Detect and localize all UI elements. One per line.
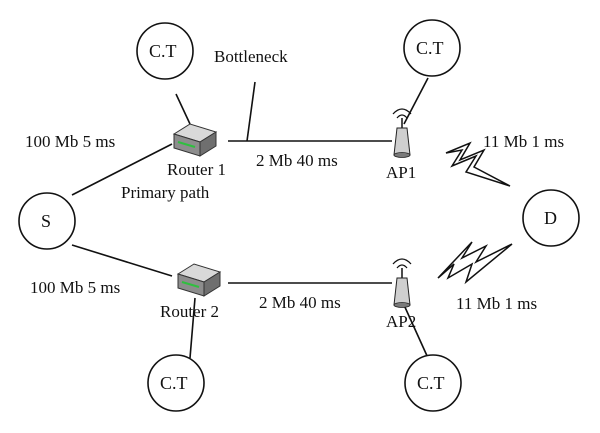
- router1-label: Router 1: [167, 160, 227, 179]
- ap2-label: AP2: [386, 312, 417, 331]
- destination-label: D: [544, 208, 557, 228]
- link-label-s-router2: 100 Mb 5 ms: [30, 278, 121, 297]
- link-router2-ct: [189, 297, 196, 359]
- ct-node-top-right: [403, 19, 461, 77]
- ct-label-top-left: C.T: [149, 41, 177, 61]
- link-ap1-ct: [403, 77, 429, 125]
- wireless-link-ap1-d: [445, 141, 511, 187]
- link-label-router2-ap2: 2 Mb 40 ms: [259, 293, 341, 312]
- router1-sublabel: Primary path: [121, 183, 210, 202]
- ap1-icon: [392, 108, 412, 158]
- link-label-s-router1: 100 Mb 5 ms: [25, 132, 116, 151]
- ct-label-top-right: C.T: [416, 38, 444, 58]
- bottleneck-label: Bottleneck: [214, 47, 288, 66]
- link-s-router1: [71, 143, 173, 196]
- router2-icon: [176, 263, 222, 297]
- wireless-link-ap2-d: [437, 241, 513, 285]
- router1-icon: [172, 123, 218, 157]
- ct-label-bottom-left: C.T: [160, 373, 188, 393]
- source-node: [18, 192, 76, 250]
- ct-node-bottom-left: [147, 354, 205, 412]
- source-label: S: [41, 211, 52, 231]
- destination-node: [522, 189, 580, 247]
- link-label-router1-ap1: 2 Mb 40 ms: [256, 151, 338, 170]
- link-ap2-ct: [403, 304, 429, 359]
- bottleneck-pointer: [246, 81, 256, 142]
- ap1-label: AP1: [386, 163, 417, 182]
- link-label-ap2-d: 11 Mb 1 ms: [456, 294, 538, 313]
- ap2-icon: [392, 258, 412, 308]
- link-s-router2: [71, 244, 173, 277]
- ct-label-bottom-right: C.T: [417, 373, 445, 393]
- router2-label: Router 2: [160, 302, 220, 321]
- ct-node-top-left: [136, 22, 194, 80]
- link-router1-ct: [175, 93, 191, 125]
- ct-node-bottom-right: [404, 354, 462, 412]
- link-label-ap1-d: 11 Mb 1 ms: [483, 132, 565, 151]
